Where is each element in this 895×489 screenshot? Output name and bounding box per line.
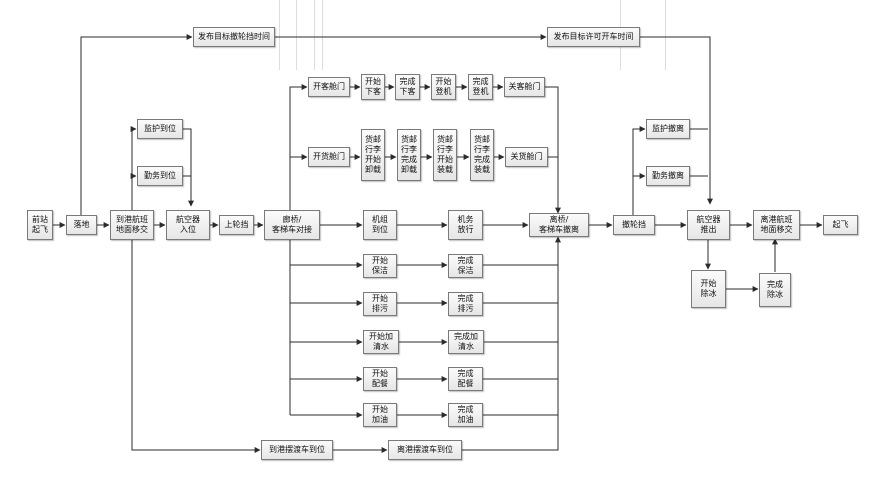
node-aircraft-in: 航空器 入位	[166, 210, 210, 240]
node-start-load: 货邮 行李 开始 装载	[433, 129, 457, 181]
node-finish-board: 完成 登机	[468, 74, 493, 100]
node-finish-deicing: 完成 除冰	[759, 273, 791, 307]
node-start-sewage: 开始 排污	[363, 292, 397, 316]
node-start-unload: 货邮 行李 开始 卸载	[361, 129, 385, 181]
node-publish-chock-off-time: 发布目标撤轮挡时间	[193, 27, 275, 47]
node-start-water: 开始加 清水	[363, 330, 399, 354]
node-finish-cleaning: 完成 保洁	[448, 254, 483, 278]
node-service-arrive: 勤务到位	[137, 166, 183, 186]
node-start-deicing: 开始 除冰	[691, 270, 726, 308]
node-service-leave: 勤务撤离	[646, 166, 690, 186]
node-start-cleaning: 开始 保洁	[363, 254, 397, 278]
node-crew-arrive: 机组 到位	[363, 210, 397, 240]
node-close-cargo-door: 关货舱门	[505, 147, 548, 167]
decorative-line	[665, 0, 666, 70]
decorative-line	[279, 0, 280, 70]
node-pushback: 航空器 推出	[687, 210, 730, 240]
node-arrival-shuttle: 到港摆渡车到位	[261, 440, 333, 460]
node-takeoff: 起飞	[823, 215, 858, 235]
node-publish-pushback-time: 发布目标许可开车时间	[547, 27, 640, 47]
node-finish-load: 货邮 行李 完成 装载	[470, 129, 494, 181]
node-start-board: 开始 登机	[431, 74, 456, 100]
node-chock-off: 撤轮挡	[613, 215, 655, 235]
node-finish-deplane: 完成 下客	[395, 74, 420, 100]
node-finish-sewage: 完成 排污	[448, 292, 483, 316]
node-supervision-leave: 监护撤离	[646, 119, 690, 139]
node-open-cargo-door: 开货舱门	[308, 147, 350, 167]
node-departure-shuttle: 离港摆渡车到位	[388, 440, 462, 460]
node-finish-catering: 完成 配餐	[448, 367, 483, 391]
node-finish-water: 完成加 清水	[448, 330, 484, 354]
node-supervision-arrive: 监护到位	[137, 119, 183, 139]
node-bridge-dock: 廊桥/ 客梯车对接	[264, 210, 320, 240]
node-start-catering: 开始 配餐	[363, 367, 397, 391]
node-finish-unload: 货邮 行李 完成 卸载	[397, 129, 421, 181]
decorative-line	[322, 0, 323, 70]
node-close-pax-door: 关客舱门	[504, 77, 545, 97]
node-maintenance-release: 机务 放行	[448, 210, 483, 240]
node-arrival-handover: 到港航班 地面移交	[110, 210, 154, 240]
decorative-line	[296, 0, 297, 70]
decorative-line	[314, 0, 315, 70]
node-bridge-leave: 离桥/ 客梯车撤离	[529, 213, 589, 237]
node-departure-handover: 离港航班 地面移交	[753, 210, 800, 240]
node-start-deplane: 开始 下客	[361, 74, 385, 100]
node-chock-on: 上轮挡	[219, 215, 254, 235]
node-landing: 落地	[66, 215, 97, 235]
node-finish-fueling: 完成 加油	[448, 403, 483, 427]
node-prev-takeoff: 前站 起飞	[27, 210, 53, 240]
node-start-fueling: 开始 加油	[363, 403, 397, 427]
node-open-pax-door: 开客舱门	[308, 77, 350, 97]
